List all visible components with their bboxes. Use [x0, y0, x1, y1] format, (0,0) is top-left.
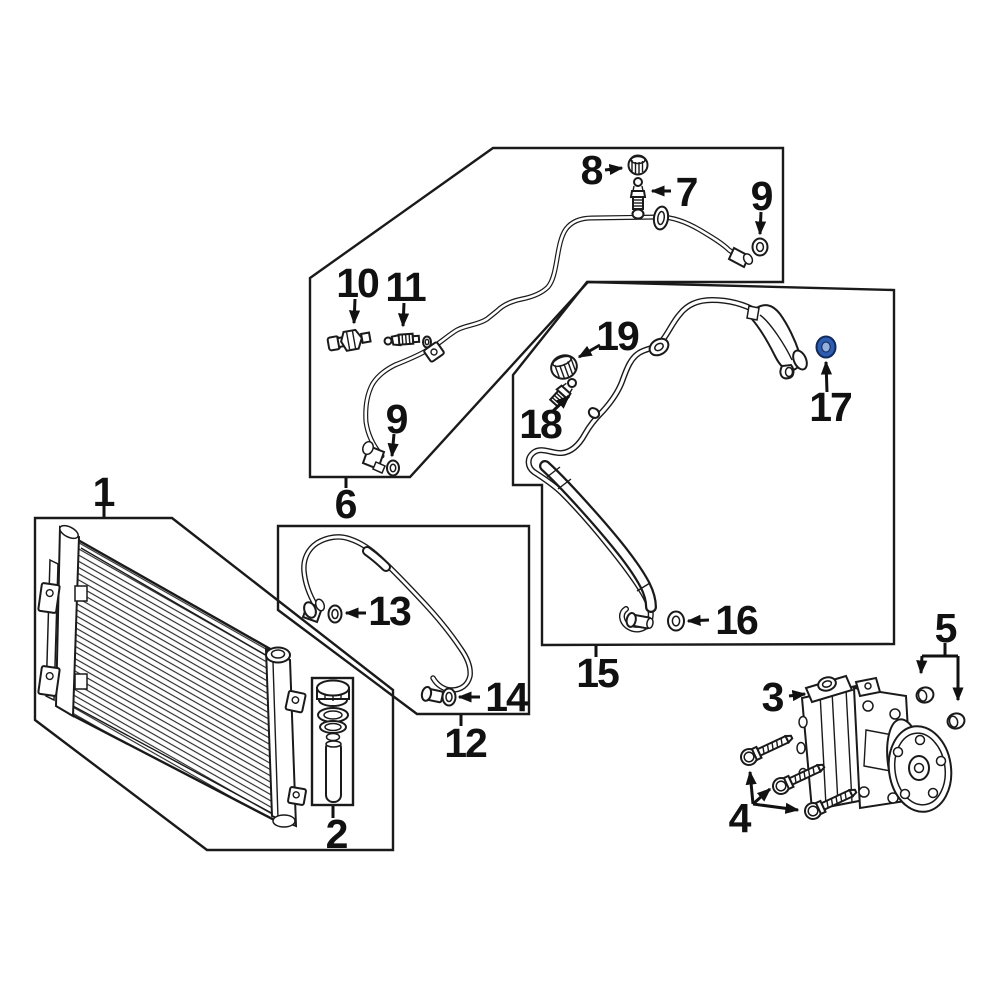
hose-end-bracket — [746, 304, 808, 380]
callout-6-label[interactable]: 6 — [335, 481, 359, 527]
drier-desiccant-bag — [325, 740, 342, 803]
service-cap-8 — [627, 154, 649, 176]
callout-5-label[interactable]: 5 — [935, 605, 959, 651]
hose-bottom-fitting — [625, 612, 654, 630]
callout-18-label[interactable]: 18 — [519, 401, 564, 447]
valve-core-18 — [548, 378, 577, 408]
callout-10[interactable]: 10 — [336, 260, 381, 325]
callouts-layer: 1 2 3 4 5 6 7 — [93, 147, 964, 857]
port-cap-5b — [946, 712, 966, 730]
callout-7[interactable]: 7 — [650, 169, 699, 215]
box-discharge-line-group — [308, 146, 785, 479]
hose-eyelet-bracket — [648, 337, 670, 357]
pipe-clamp — [652, 205, 670, 231]
callout-10-label[interactable]: 10 — [336, 260, 381, 306]
callout-6[interactable]: 6 — [335, 478, 359, 527]
callout-3[interactable]: 3 — [762, 674, 807, 720]
liquid-line-drawing — [301, 534, 473, 707]
valve-port-boss — [631, 208, 645, 220]
callout-14[interactable]: 14 — [457, 674, 531, 720]
suction-line-drawing — [525, 297, 808, 633]
drier-cartridge-drawing — [316, 679, 350, 803]
callout-12-label[interactable]: 12 — [444, 720, 489, 766]
oring-17-highlighted[interactable] — [815, 335, 837, 359]
callout-4-label[interactable]: 4 — [729, 795, 754, 841]
box-liquid-line-group — [276, 524, 531, 716]
callout-16-label[interactable]: 16 — [715, 597, 760, 643]
callout-18[interactable]: 18 — [519, 394, 571, 447]
discharge-line-drawing — [326, 154, 769, 477]
pressure-sensor-10 — [326, 328, 372, 352]
callout-13-label[interactable]: 13 — [368, 588, 413, 634]
callout-17[interactable]: 17 — [809, 360, 853, 430]
callout-8-label[interactable]: 8 — [581, 147, 605, 193]
callout-1[interactable]: 1 — [93, 469, 117, 517]
callout-1-label[interactable]: 1 — [93, 469, 117, 515]
callout-8[interactable]: 8 — [581, 147, 624, 193]
box-drier-kit — [310, 676, 355, 807]
callout-2-label[interactable]: 2 — [326, 811, 350, 857]
callout-19-label[interactable]: 19 — [596, 313, 641, 359]
service-cap-19 — [550, 354, 578, 380]
callout-19[interactable]: 19 — [577, 313, 641, 359]
mounting-bolt-2 — [772, 763, 826, 795]
callout-17-label[interactable]: 17 — [809, 384, 853, 430]
callout-16[interactable]: 16 — [686, 597, 760, 643]
box-suction-line-group — [511, 280, 896, 647]
callout-9-lower-label[interactable]: 9 — [386, 396, 410, 442]
callout-13[interactable]: 13 — [344, 588, 413, 634]
callout-11-label[interactable]: 11 — [385, 264, 428, 310]
callout-3-label[interactable]: 3 — [762, 674, 786, 720]
callout-2[interactable]: 2 — [326, 806, 350, 857]
callout-7-label[interactable]: 7 — [676, 169, 699, 215]
callout-11[interactable]: 11 — [385, 264, 428, 328]
valve-core-7 — [629, 177, 647, 210]
condenser-drawing — [37, 524, 307, 828]
discharge-right-fitting — [727, 246, 751, 269]
callout-9-lower[interactable]: 9 — [386, 396, 410, 458]
callout-14-label[interactable]: 14 — [485, 674, 531, 720]
mounting-bolt-3 — [804, 788, 858, 820]
callout-15-label[interactable]: 15 — [576, 650, 621, 696]
port-cap-5a — [915, 686, 935, 704]
mounting-bolt-1 — [740, 734, 794, 766]
callout-9-upper[interactable]: 9 — [751, 173, 775, 236]
box-condenser-group — [33, 516, 395, 852]
drier-cap-top — [316, 679, 350, 697]
compressor-drawing — [740, 674, 966, 820]
valve-core-11 — [383, 332, 421, 347]
valve-port-boss-18 — [587, 407, 601, 419]
callout-15[interactable]: 15 — [576, 646, 621, 696]
callout-9-upper-label[interactable]: 9 — [751, 173, 775, 219]
callout-5[interactable]: 5 — [916, 605, 964, 702]
callout-12[interactable]: 12 — [444, 715, 489, 766]
group-boxes — [33, 146, 896, 852]
